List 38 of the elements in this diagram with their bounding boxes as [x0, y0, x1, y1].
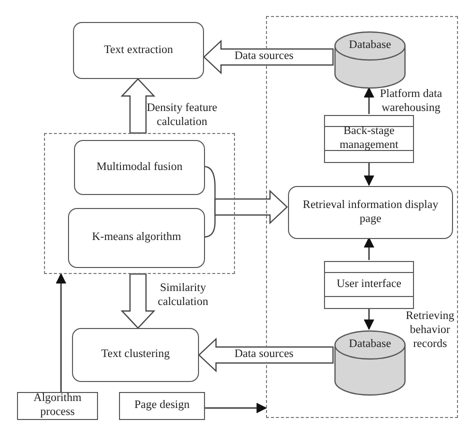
node-label: Page design [133, 399, 191, 413]
module-box [324, 261, 414, 309]
node-label: Database [348, 338, 392, 352]
node-label: Text extraction [102, 44, 174, 58]
arrow [364, 162, 374, 186]
process-box [74, 140, 205, 195]
arrow [364, 308, 374, 330]
edge-label: Similarity calculation [156, 282, 210, 310]
node-label: Multimodal fusion [96, 160, 184, 174]
process-box [72, 328, 199, 382]
database-cylinder [334, 31, 406, 89]
database-cylinder [334, 330, 406, 396]
edge-label: Data sources [232, 50, 296, 64]
node-label: Database [348, 39, 392, 53]
process-box [17, 392, 98, 420]
edge-label: Retrieving behavior records [404, 310, 456, 352]
process-box [68, 208, 205, 268]
dashed-group-box [44, 133, 235, 274]
arrow [364, 236, 374, 260]
node-label: Back-stage management [338, 125, 400, 153]
process-box [73, 22, 204, 79]
edge-label: Platform data warehousing [378, 88, 444, 116]
block-arrow [120, 273, 156, 329]
edge-label: Density feature calculation [146, 102, 218, 130]
block-arrow [214, 190, 288, 224]
block-arrow [120, 78, 156, 134]
node-label: User interface [336, 278, 402, 292]
node-label: Text clustering [100, 348, 171, 362]
edge-label: Data sources [232, 348, 296, 362]
node-label: K-means algorithm [90, 231, 182, 245]
node-label: Algorithm process [32, 392, 82, 420]
process-box [288, 186, 453, 239]
arrow [205, 402, 268, 414]
node-label: Retrieval information display page [302, 198, 440, 226]
process-box [119, 392, 205, 420]
arrow [56, 272, 66, 392]
module-box [324, 115, 414, 163]
arrow [364, 86, 374, 114]
